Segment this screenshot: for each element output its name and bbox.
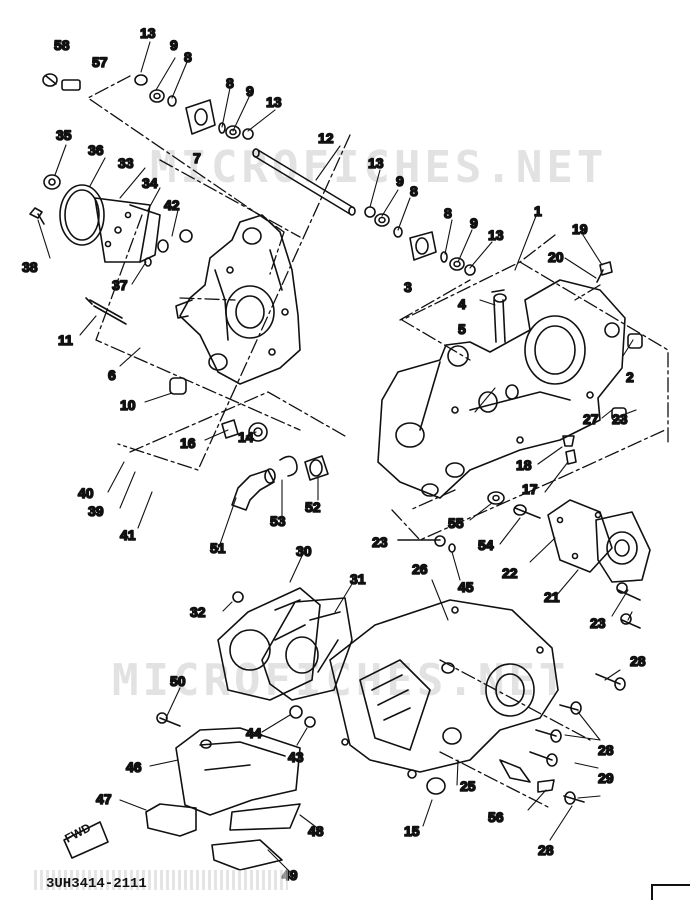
callout-39: 39	[88, 503, 104, 519]
callout-40: 40	[78, 485, 94, 501]
callout-14: 14	[238, 429, 254, 445]
callout-9d: 9	[470, 215, 478, 231]
callout-9c: 9	[396, 173, 404, 189]
callout-36: 36	[88, 142, 104, 158]
callout-1: 1	[534, 203, 542, 219]
callout-52: 52	[305, 499, 321, 515]
callout-15: 15	[404, 823, 420, 839]
callout-5: 5	[458, 321, 466, 337]
callout-58: 58	[54, 37, 70, 53]
callout-23a: 23	[612, 411, 628, 427]
callout-13a: 13	[140, 25, 156, 41]
callout-19: 19	[572, 221, 588, 237]
callout-37: 37	[112, 277, 128, 293]
callout-43: 43	[288, 749, 304, 765]
callout-47: 47	[96, 791, 112, 807]
shaft-12	[252, 148, 476, 276]
side-cover-21-22	[547, 499, 651, 629]
corner-frame	[651, 884, 690, 900]
callout-31: 31	[350, 571, 366, 587]
callout-57: 57	[92, 54, 108, 70]
callout-28b: 28	[598, 742, 614, 758]
callout-26: 26	[412, 561, 428, 577]
code-strip-background	[34, 870, 288, 890]
callout-16: 16	[180, 435, 196, 451]
callout-18: 18	[516, 457, 532, 473]
callout-45: 45	[458, 579, 474, 595]
callout-34: 34	[142, 175, 158, 191]
leader-lines	[37, 41, 637, 873]
diagram-code: 3UH3414-2111	[46, 876, 147, 892]
callout-22: 22	[502, 565, 518, 581]
callout-42: 42	[164, 197, 180, 213]
crankcase-cover-26	[289, 599, 559, 795]
callout-56: 56	[488, 809, 504, 825]
callout-6: 6	[108, 367, 116, 383]
callout-38: 38	[22, 259, 38, 275]
callout-20: 20	[548, 249, 564, 265]
callout-27: 27	[583, 411, 599, 427]
callout-53: 53	[270, 513, 286, 529]
callout-23b: 23	[372, 534, 388, 550]
middle-small-parts	[221, 419, 541, 553]
watermark-top: MICROFICHES.NET	[150, 142, 608, 193]
right-crankcase	[377, 261, 643, 499]
callout-13d: 13	[488, 227, 504, 243]
callout-23c: 23	[590, 615, 606, 631]
lower-left-parts	[63, 712, 301, 871]
callout-21: 21	[544, 589, 560, 605]
callout-4: 4	[458, 296, 466, 312]
callout-7: 7	[193, 150, 201, 166]
callout-3: 3	[404, 279, 412, 295]
callout-30: 30	[296, 543, 312, 559]
callout-32: 32	[190, 604, 206, 620]
gaskets-30-31	[217, 587, 353, 701]
callout-2: 2	[626, 369, 634, 385]
callout-17: 17	[522, 481, 538, 497]
callout-25: 25	[460, 778, 476, 794]
callout-8b: 8	[226, 75, 234, 91]
callout-8a: 8	[184, 49, 192, 65]
cover-bolts	[529, 673, 626, 805]
callout-8c: 8	[410, 183, 418, 199]
callout-9b: 9	[246, 83, 254, 99]
callout-28a: 28	[630, 653, 646, 669]
callout-55: 55	[448, 515, 464, 531]
left-crankcase-half	[175, 214, 301, 385]
callout-10: 10	[120, 397, 136, 413]
callout-35: 35	[56, 127, 72, 143]
callout-8d: 8	[444, 205, 452, 221]
callout-41: 41	[120, 527, 136, 543]
callout-9a: 9	[170, 37, 178, 53]
callout-44: 44	[246, 725, 262, 741]
callout-11: 11	[58, 332, 73, 348]
callout-33: 33	[118, 155, 134, 171]
left-small-parts	[29, 73, 254, 395]
callout-48: 48	[308, 823, 324, 839]
callout-12: 12	[318, 130, 334, 146]
callout-29: 29	[598, 770, 614, 786]
callout-46: 46	[126, 759, 142, 775]
callout-50: 50	[170, 673, 186, 689]
callout-54: 54	[478, 537, 494, 553]
callout-13b: 13	[266, 94, 282, 110]
callout-28c: 28	[538, 842, 554, 858]
callout-13c: 13	[368, 155, 384, 171]
callout-51: 51	[210, 540, 226, 556]
callout-labels: 58 57 13 9 8 8 9 13 7 12 13 9 8 8 9 13 1…	[21, 24, 646, 884]
